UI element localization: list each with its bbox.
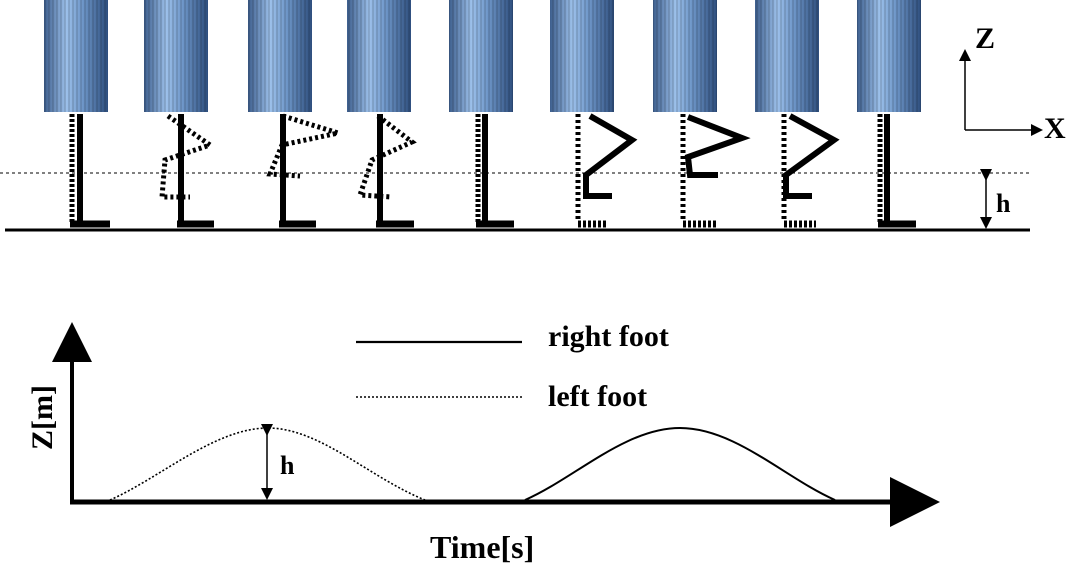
plot-y-label: Z[m] [26, 385, 59, 450]
legs-pose-6 [575, 113, 638, 228]
legend-label-right-foot: right foot [548, 320, 669, 353]
height-dimension-top: h [980, 169, 1011, 229]
robot-sequence: h Z X [0, 0, 1066, 232]
legs-pose-2 [159, 113, 216, 228]
robot-bodies [44, 0, 921, 112]
plot-x-label: Time[s] [430, 529, 534, 565]
legend: right foot left foot [356, 320, 669, 413]
legs-pose-7 [680, 114, 751, 228]
coordinate-frame: Z X [959, 22, 1066, 145]
axis-x-label: X [1044, 112, 1066, 145]
height-label-plot: h [280, 451, 295, 480]
left-foot-curve [109, 427, 426, 501]
right-foot-curve [524, 426, 836, 501]
foot-height-plot: h right foot left foot Z[m] Time[s] [26, 320, 940, 565]
legend-label-left-foot: left foot [548, 380, 647, 413]
legs-pose-3 [266, 113, 348, 228]
legs-pose-9 [877, 114, 916, 228]
legs-pose-8 [781, 113, 840, 228]
legs-pose-4 [356, 114, 417, 228]
axis-z-label: Z [975, 22, 995, 55]
legs-pose-5 [475, 114, 514, 228]
height-label-top: h [996, 189, 1011, 218]
legs-pose-1 [69, 114, 110, 228]
